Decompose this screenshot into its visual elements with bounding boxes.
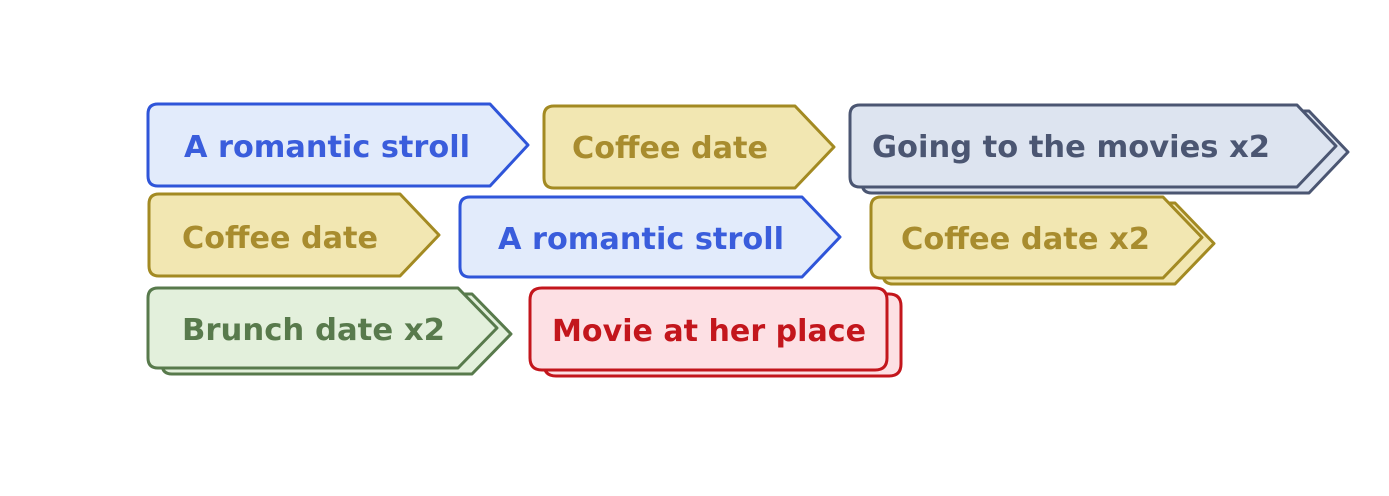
step-4-arrow: [458, 195, 842, 279]
step-3-arrow: [147, 192, 441, 278]
item-label: Coffee date x2: [901, 222, 1150, 257]
step-7-box: [528, 286, 903, 378]
step-0-arrow: [146, 102, 530, 188]
step-shape: [146, 102, 530, 188]
step-shape: [146, 286, 499, 370]
step-2-arrow: [848, 103, 1350, 195]
step-shape: [869, 195, 1204, 280]
item-label: Going to the movies x2: [872, 130, 1270, 165]
step-shape: [542, 104, 836, 190]
item-label: Coffee date: [182, 221, 378, 256]
item-label: Movie at her place: [552, 314, 866, 349]
item-label: A romantic stroll: [184, 130, 470, 165]
step-shape: [147, 192, 441, 278]
step-6-arrow: [146, 286, 513, 376]
step-shape: [848, 103, 1338, 189]
step-1-arrow: [542, 104, 836, 190]
step-5-arrow: [869, 195, 1216, 286]
step-shape: [528, 286, 889, 372]
step-shape: [458, 195, 842, 279]
item-label: Coffee date: [572, 131, 768, 166]
item-label: Brunch date x2: [182, 313, 445, 348]
item-label: A romantic stroll: [498, 222, 784, 257]
